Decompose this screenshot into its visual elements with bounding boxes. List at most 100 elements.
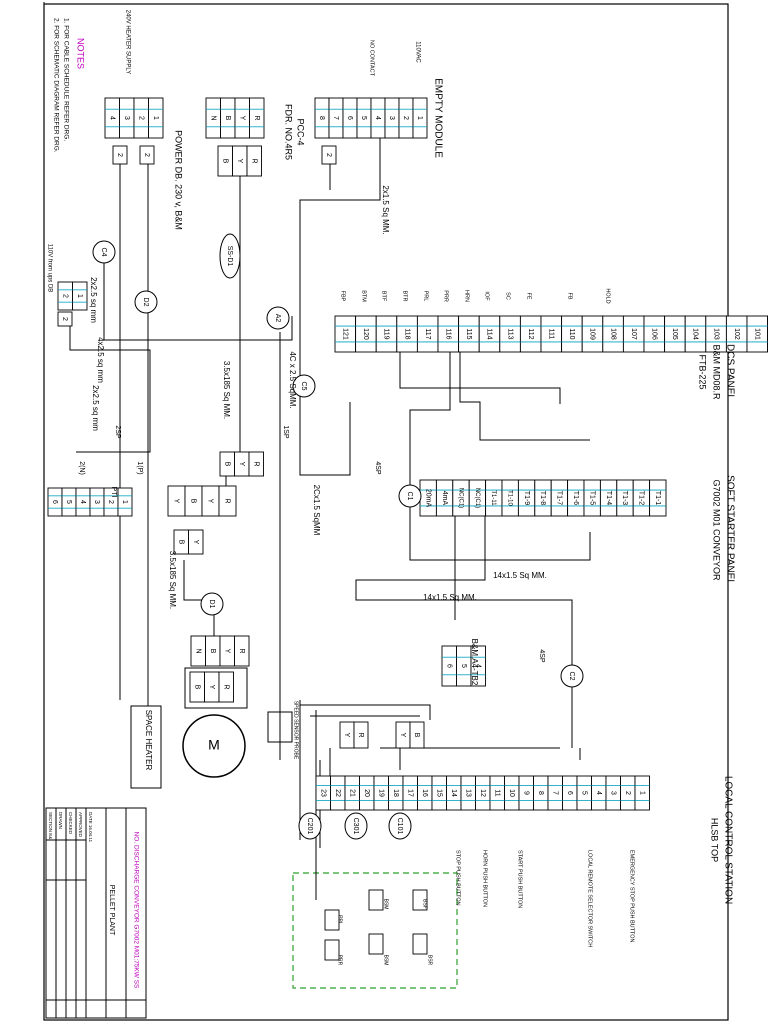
terminal-label: 105 <box>671 328 678 340</box>
space-heater-box <box>130 705 162 789</box>
terminal-label: 17 <box>406 789 413 797</box>
mini-terminal-label: R <box>238 648 245 653</box>
cable-tag-label: C201 <box>306 818 313 835</box>
mini-terminal-label: R <box>224 498 231 503</box>
mini-terminal-label: B <box>177 540 184 545</box>
terminal-label: NC(C1) <box>457 488 463 508</box>
device-label: HORN PUSH BUTTON <box>482 850 488 907</box>
cable-tag-label: D2 <box>142 298 149 307</box>
dcs-signal-label: BTF <box>381 291 387 302</box>
block-title: G7002 M01 CONVEYOR <box>712 479 722 581</box>
mini-terminal-label: Y <box>236 159 243 164</box>
cable-tag <box>292 374 316 398</box>
terminal-label: 1 <box>152 116 159 120</box>
cable-spec-label: 4x2.5 sq mm <box>96 337 105 383</box>
terminal-label: T1-10 <box>507 490 513 506</box>
terminal-label: 6 <box>445 664 452 668</box>
terminal-label: 2 <box>107 500 114 504</box>
misc-label: 2(N) <box>78 461 85 475</box>
misc-label: SPEED SENSOR PROBE <box>293 701 299 760</box>
mini-terminal-label: 2 <box>61 317 68 321</box>
cable-tag <box>560 664 584 688</box>
terminal-label: 111 <box>547 329 554 340</box>
terminal-label: 116 <box>444 328 451 339</box>
terminal-label: 112 <box>527 328 534 339</box>
cable-tag <box>344 812 368 840</box>
misc-label: M <box>208 737 220 753</box>
terminal-label: 4mA <box>441 491 448 506</box>
cable-spec-label: 14x1.5 Sq MM. <box>493 571 547 580</box>
mini-terminal-label: 2 <box>116 153 123 157</box>
cable-spec-label: 3.5x185 Sq MM. <box>168 551 177 609</box>
terminal-label: 5 <box>580 791 587 795</box>
mini-terminal-label: 2 <box>325 153 332 157</box>
terminal-label: R <box>253 115 260 120</box>
device-label: START PUSH BUTTON <box>517 850 523 908</box>
terminal-label: 1 <box>121 500 128 504</box>
terminal-label: 7 <box>332 116 339 120</box>
mini-terminal-label: B <box>209 649 216 654</box>
misc-label: NO CONTACT <box>369 40 375 77</box>
dcs-signal-label: PRR <box>443 290 449 302</box>
cable-tag <box>200 592 224 616</box>
dcs-signal-label: HOLD <box>605 288 611 303</box>
dcs-signal-label: FE <box>526 292 532 299</box>
cable-tag <box>266 306 290 330</box>
notes-title: NOTES <box>76 38 86 69</box>
sheet-border <box>43 3 729 1021</box>
block-title: HLSB TOP <box>710 818 720 862</box>
terminal-label: 5 <box>360 116 367 120</box>
terminal-label: 8 <box>318 116 325 120</box>
misc-label: BSM <box>383 899 389 910</box>
mini-terminals: 2 <box>57 311 73 327</box>
terminal <box>249 97 265 139</box>
mini-terminal-label: Y <box>173 499 180 504</box>
misc-label: 4SP <box>538 649 545 663</box>
cable-tag-label: C4 <box>100 248 107 257</box>
device-label: STOP PUSH BUTTON <box>455 850 461 906</box>
block-title: B&M MD08.R <box>712 344 722 400</box>
device-label: LOCAL REMOTE SELECTOR SWITCH <box>587 850 593 947</box>
cable-tag-label: C5 <box>300 382 307 391</box>
misc-label: PRR <box>337 955 343 966</box>
cable-tag-label: C301 <box>352 818 359 835</box>
terminal-label: T1-11 <box>490 490 496 506</box>
terminal-label: 12 <box>479 789 486 797</box>
terminal-label: T1-7 <box>556 491 563 506</box>
terminal <box>412 97 428 139</box>
terminal-label: 3 <box>93 500 100 504</box>
terminal-label: 103 <box>712 328 719 340</box>
mini-terminal-label: N <box>194 648 201 653</box>
terminal-label: 16 <box>421 789 428 797</box>
terminal-label: 108 <box>609 328 616 340</box>
field-switch <box>324 939 340 961</box>
terminal-label: 2 <box>624 791 631 795</box>
block-title: 110V from ups DB <box>46 244 52 293</box>
terminal-label: 11 <box>493 789 500 796</box>
cable-tag <box>92 240 116 264</box>
terminal-label: 18 <box>392 789 399 797</box>
terminal-label: 121 <box>341 328 348 340</box>
terminal <box>148 97 164 139</box>
mini-terminal-label: R <box>222 684 229 689</box>
terminal-label: 2 <box>402 116 409 120</box>
terminal-label: 14 <box>450 789 457 797</box>
terminal-label: 20mA <box>424 489 431 508</box>
terminal-label: 2 <box>61 294 68 298</box>
terminal-label: 3 <box>609 791 616 795</box>
terminal-label: 4 <box>374 116 381 120</box>
title-field: DATE 16.04.11 <box>88 812 93 843</box>
terminal <box>634 775 650 811</box>
block-title: LOCAL CONTROL STATION <box>722 776 733 904</box>
misc-label: 240V HEATER SUPPLY <box>124 10 130 74</box>
mini-terminal-label: R <box>252 461 259 466</box>
dcs-signal-label: PRL <box>423 291 429 302</box>
terminal-label: 109 <box>589 328 596 340</box>
cable-tag-label: C101 <box>396 818 403 835</box>
